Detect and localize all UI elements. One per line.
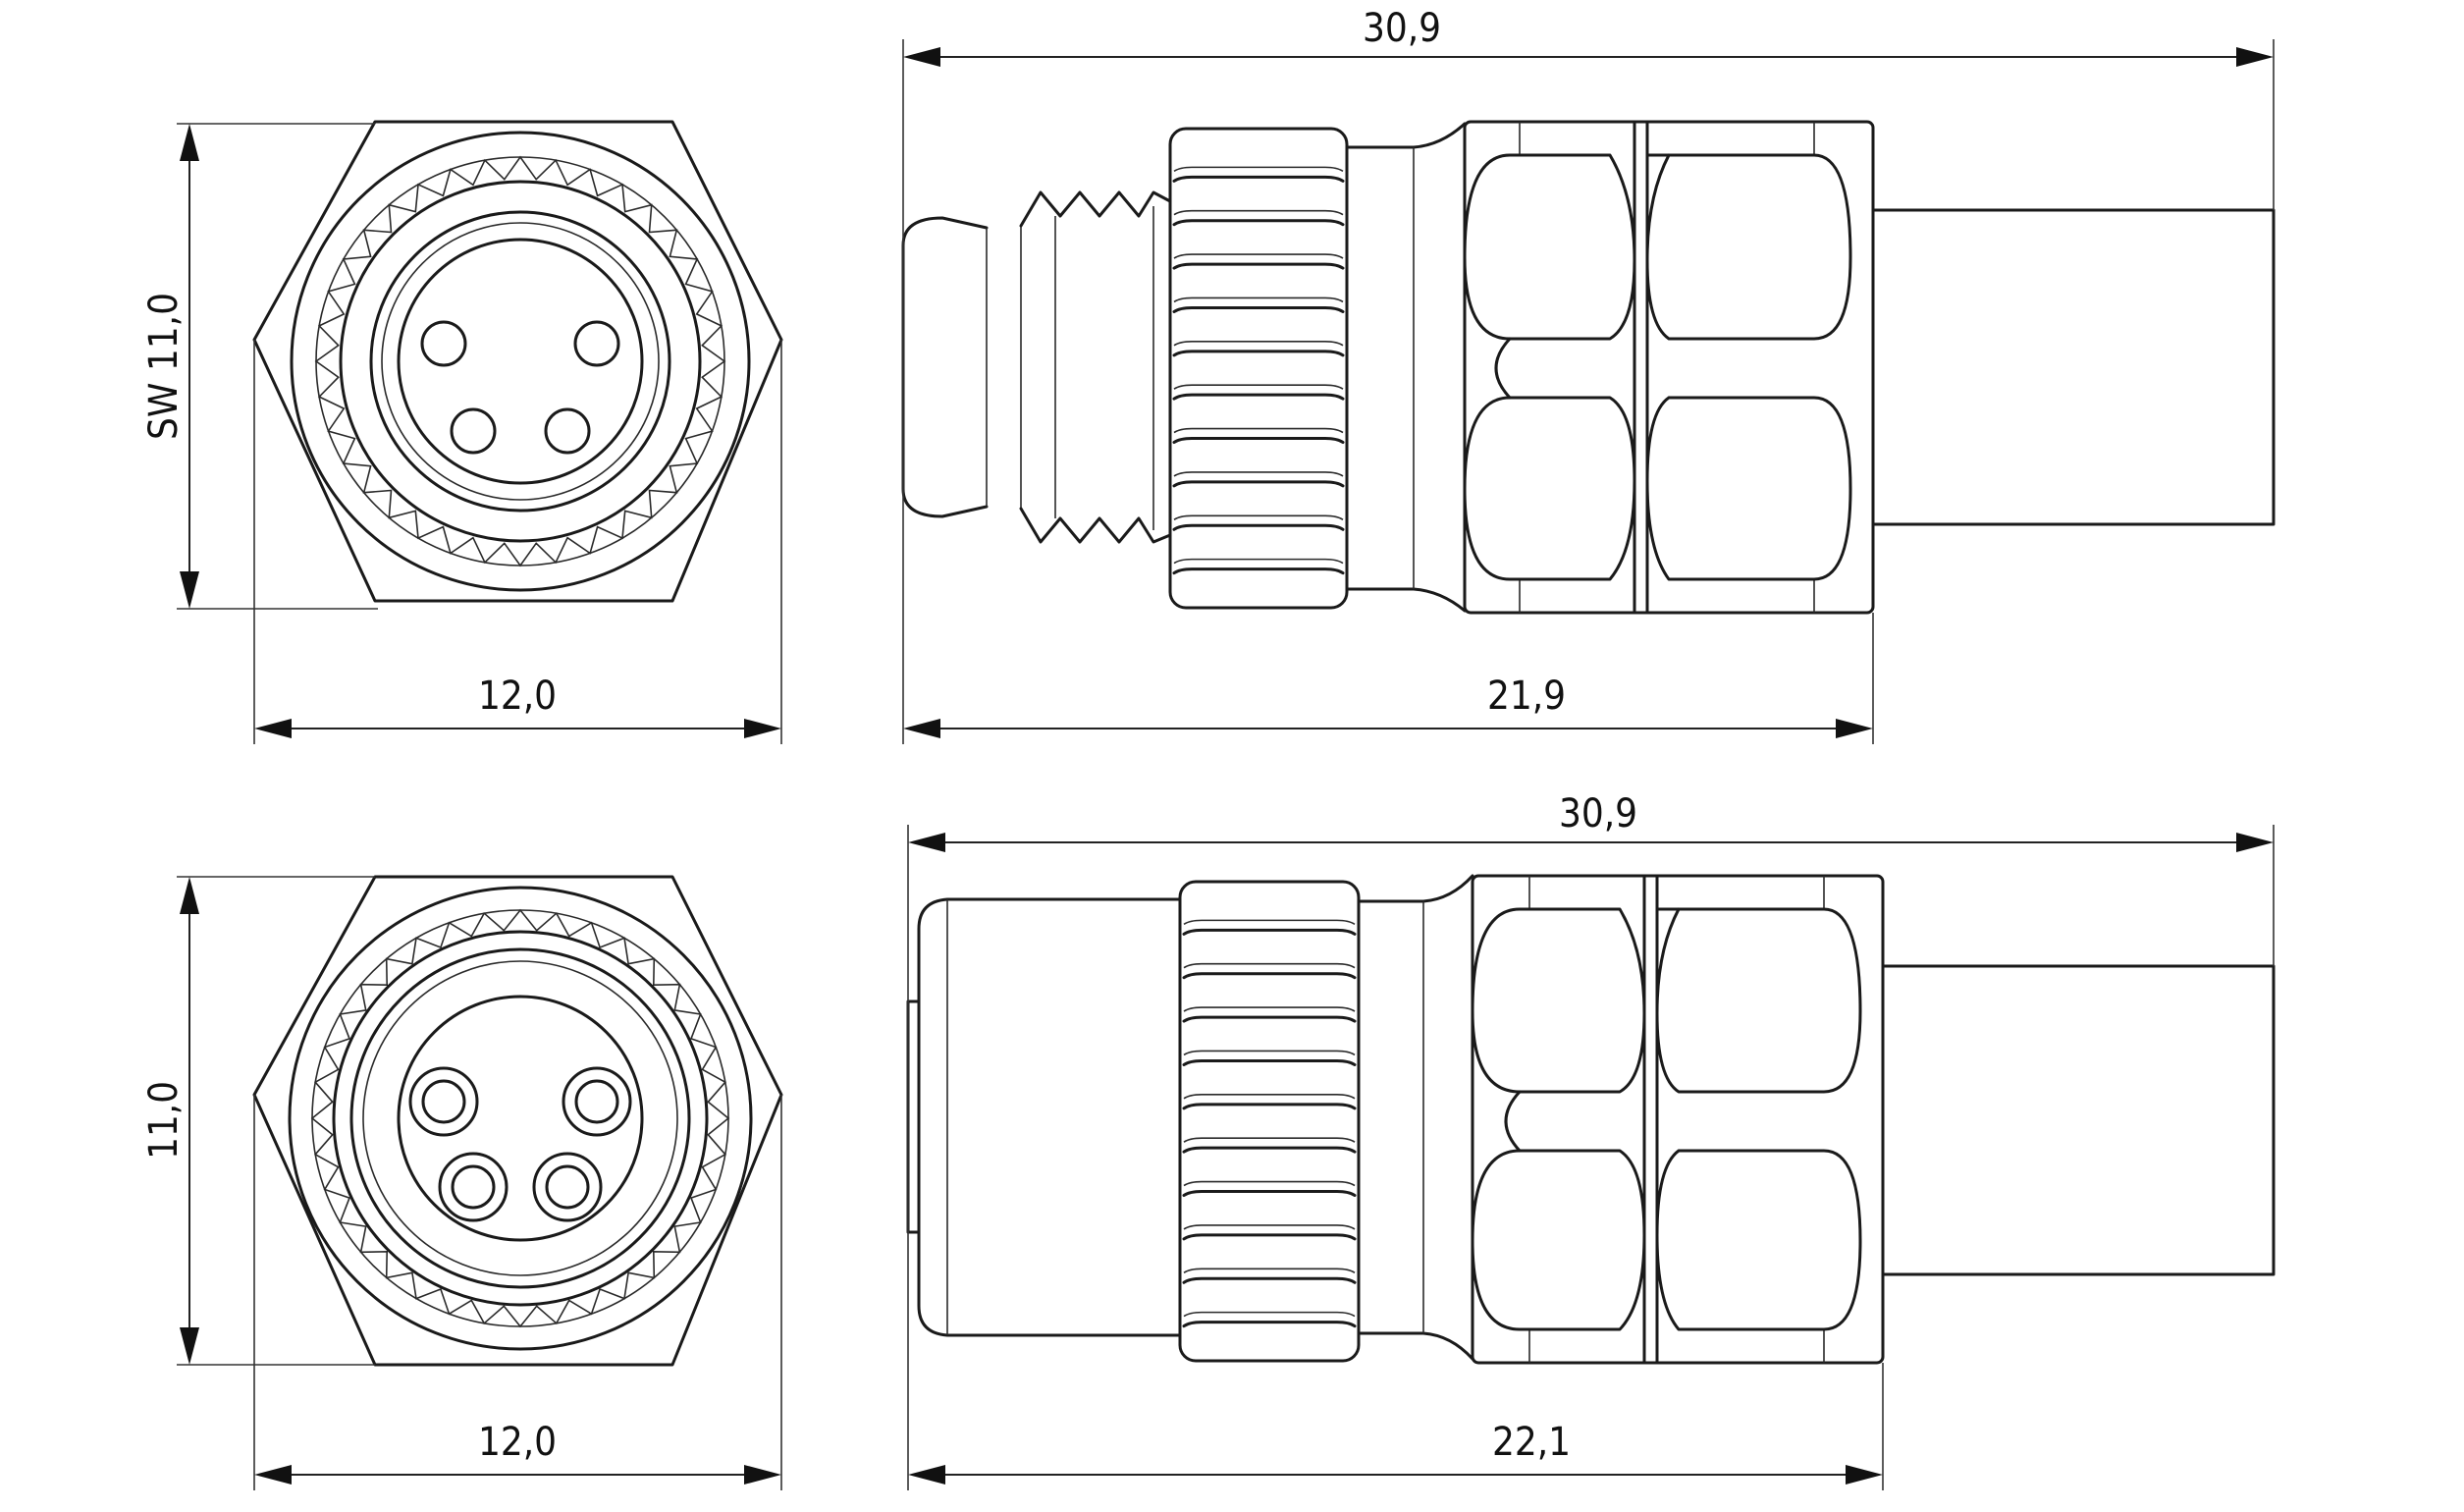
pin-contact [573, 320, 620, 367]
top-front-view-male-connector [252, 120, 783, 603]
dim-label-top-side-total: 30,9 [1363, 6, 1441, 51]
dim-label-bottom-side-total: 30,9 [1559, 791, 1637, 837]
dim-label-top-front-height: SW 11,0 [141, 293, 187, 440]
socket-contacts [408, 1066, 632, 1222]
dim-label-top-front-width: 12,0 [478, 674, 557, 719]
pin-contact [450, 407, 497, 455]
dim-label-bottom-front-width: 12,0 [478, 1420, 557, 1465]
dim-label-top-side-body: 21,9 [1487, 674, 1566, 719]
dim-label-bottom-front-height: 11,0 [141, 1081, 187, 1160]
pin-contact [544, 407, 591, 455]
bottom-front-view-female-connector [252, 875, 783, 1367]
dim-label-bottom-side-body: 22,1 [1492, 1420, 1571, 1465]
bottom-side-view-female-connector [906, 874, 2276, 1365]
pin-contact [420, 320, 467, 367]
top-side-view-male-connector [901, 120, 2276, 615]
dimension-lines [177, 39, 2275, 1490]
